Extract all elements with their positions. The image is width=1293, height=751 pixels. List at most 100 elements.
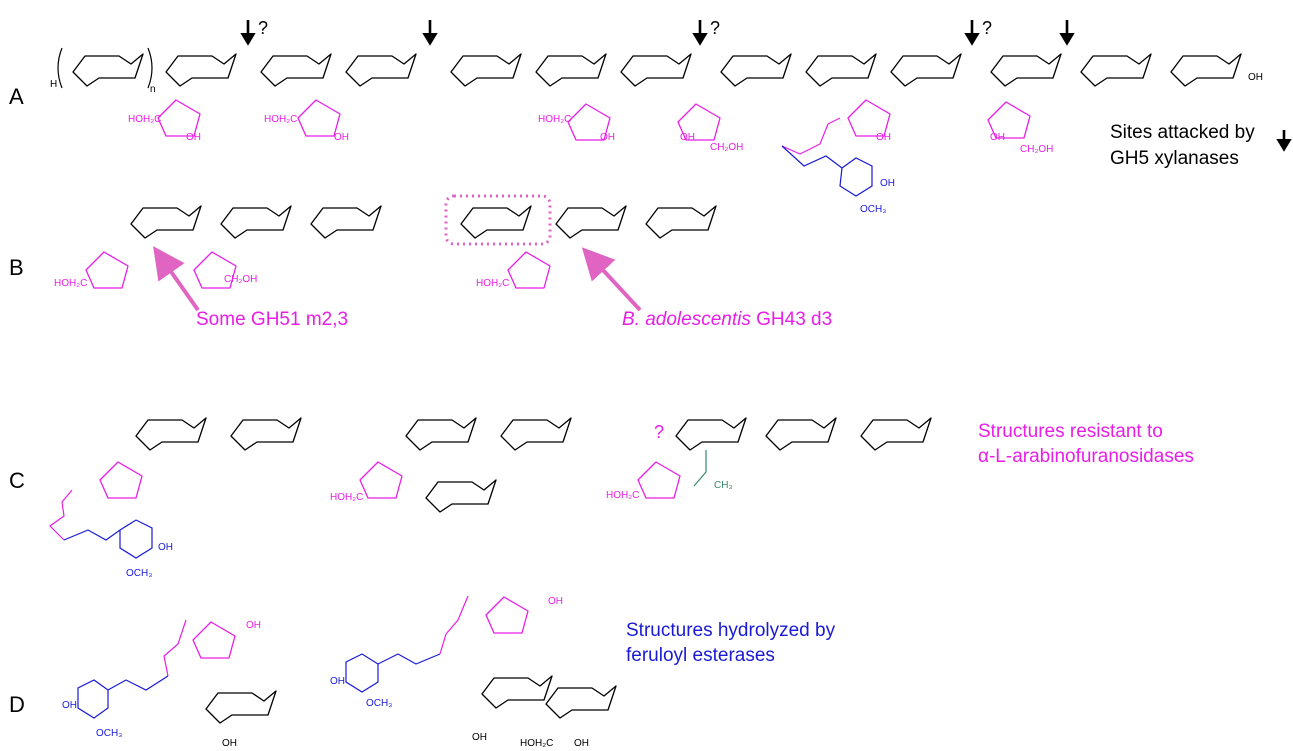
oh-label: OH (246, 620, 261, 631)
oh-label: OH (680, 132, 695, 143)
xylose-ring-icon (765, 417, 837, 451)
row-label-c: C (9, 468, 25, 493)
xylose-ring-icon (990, 53, 1062, 87)
arabinose-ring-icon (485, 596, 529, 634)
hoh2c-label: HOH₂C (476, 278, 509, 289)
hoh2c-label: HOH₂C (264, 114, 297, 125)
oh-label: OH (158, 542, 173, 553)
hoh2c-label: HOH₂C (606, 490, 639, 501)
xylose-ring-icon (535, 53, 607, 87)
hoh2c-label: HOH₂C (520, 738, 553, 749)
arabinose-ring-icon (192, 621, 236, 659)
sites-caption-line1: Sites attacked by (1110, 122, 1255, 143)
diagonal-arrow-icon (153, 246, 200, 312)
diagonal-arrow-icon (581, 247, 642, 312)
xylose-ring-icon (260, 53, 332, 87)
xylose-ring-icon (310, 205, 382, 239)
xylose-ring-icon (220, 205, 292, 239)
row-c-resistant-structures: OCH₃ OH HOH₂C HOH₂C ? CH₃ (49, 417, 932, 579)
oh-label: OH (222, 738, 237, 749)
row-b-oligosaccharides: HOH₂C CH₂OH HOH₂C (54, 194, 717, 289)
xylose-ring-icon (405, 417, 477, 451)
xylose-ring-icon (555, 205, 627, 239)
feruloyl-caption-line1: Structures hydrolyzed by (626, 620, 836, 641)
ch2oh-label: CH₂OH (710, 142, 743, 153)
xylose-ring-icon (645, 205, 717, 239)
xylose-ring-icon (1170, 53, 1242, 87)
h-label: H (50, 79, 57, 90)
oh-label: OH (548, 596, 563, 607)
xylose-ring-icon (1080, 53, 1152, 87)
hoh2c-label: HOH₂C (330, 492, 363, 503)
och3-label: OCH₃ (860, 204, 886, 215)
oh-label: OH (574, 738, 589, 749)
row-label-d: D (9, 692, 25, 717)
ch2oh-label: CH₂OH (224, 274, 257, 285)
sites-caption-line2: GH5 xylanases (1110, 148, 1239, 169)
row-label-b: B (9, 255, 24, 280)
arabinose-ring-icon (847, 99, 891, 137)
ch3-label: CH₃ (714, 480, 733, 491)
xylose-ring-icon (481, 675, 553, 709)
row-a-xylan-chain: H n OH HOH₂C OH HOH₂C OH HOH₂C OH CH₂OH … (50, 47, 1263, 215)
n-label: n (150, 84, 156, 95)
xylose-ring-icon (72, 53, 144, 87)
xylose-ring-icon (890, 53, 962, 87)
xylose-ring-icon (805, 53, 877, 87)
arabinose-ring-icon (157, 99, 201, 137)
ch2oh-label: CH₂OH (1020, 144, 1053, 155)
xylose-ring-icon (425, 479, 497, 513)
question-mark: ? (258, 18, 268, 38)
oh-label: OH (600, 132, 615, 143)
question-mark: ? (654, 422, 664, 442)
och3-label: OCH₃ (366, 698, 392, 709)
oh-label: OH (990, 132, 1005, 143)
row-d-feruloylated-structures: OH OH OCH₃ OH OH OH OCH₃ OH HOH₂C OH (62, 595, 617, 749)
xylose-ring-icon (230, 417, 302, 451)
oh-label: OH (472, 732, 487, 743)
xylose-ring-icon (165, 53, 237, 87)
hoh2c-label: HOH₂C (538, 114, 571, 125)
hoh2c-label: HOH₂C (54, 278, 87, 289)
xylose-ring-icon (500, 417, 572, 451)
xylose-ring-icon (205, 690, 277, 724)
xylose-ring-icon (620, 53, 692, 87)
resistant-caption-line1: Structures resistant to (978, 421, 1163, 442)
gh43-caption-enzyme: GH43 d3 (751, 309, 832, 330)
arabinose-ring-icon (507, 251, 551, 289)
gh43-caption: B. adolescentis GH43 d3 (622, 309, 832, 330)
oh-label: OH (1248, 72, 1263, 83)
xylose-ring-icon (720, 53, 792, 87)
xylose-ring-icon (130, 205, 202, 239)
dotted-box-icon (444, 194, 552, 246)
och3-label: OCH₃ (96, 728, 122, 739)
xylose-ring-icon (135, 417, 207, 451)
question-mark: ? (710, 18, 720, 38)
xylose-ring-icon (675, 417, 747, 451)
oh-label: OH (330, 676, 345, 687)
oh-label: OH (62, 700, 77, 711)
arabinose-ring-icon (85, 251, 129, 289)
gh43-caption-species: B. adolescentis (622, 309, 751, 330)
arabinose-ring-icon (297, 99, 341, 137)
oh-label: OH (876, 132, 891, 143)
arabinose-ring-icon (359, 461, 403, 499)
gh51-caption: Some GH51 m2,3 (196, 309, 348, 330)
oh-label: OH (186, 132, 201, 143)
oh-label: OH (880, 178, 895, 189)
feruloyl-caption-line2: feruloyl esterases (626, 645, 775, 666)
xylose-ring-icon (860, 417, 932, 451)
xylose-ring-icon (545, 685, 617, 719)
row-label-a: A (9, 84, 24, 109)
resistant-caption-line2: α-L-arabinofuranosidases (978, 446, 1194, 467)
och3-label: OCH₃ (126, 568, 152, 579)
xylose-ring-icon (345, 53, 417, 87)
question-mark: ? (982, 18, 992, 38)
arabinose-ring-icon (637, 461, 681, 499)
oh-label: OH (334, 132, 349, 143)
hoh2c-label: HOH₂C (128, 114, 161, 125)
xylose-ring-icon (460, 205, 532, 239)
xylose-ring-icon (450, 53, 522, 87)
arabinose-ring-icon (99, 461, 143, 499)
